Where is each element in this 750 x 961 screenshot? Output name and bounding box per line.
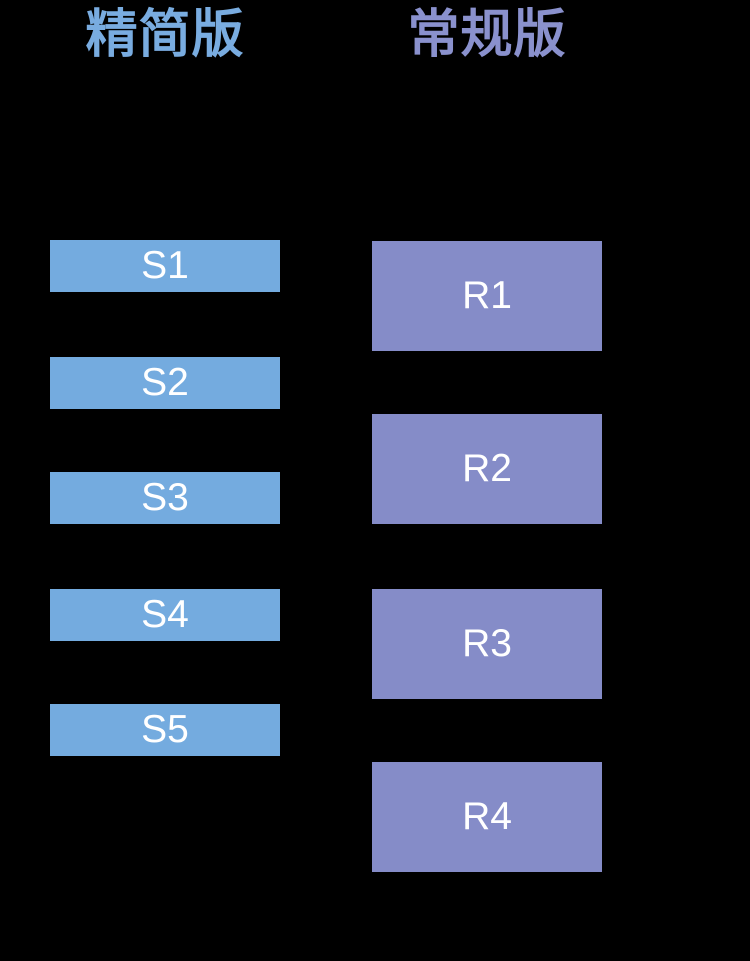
box-r3-label: R3 bbox=[462, 622, 512, 665]
box-s4-label: S4 bbox=[141, 593, 189, 636]
box-r3: R3 bbox=[372, 589, 602, 699]
box-r1: R1 bbox=[372, 241, 602, 351]
box-s1-label: S1 bbox=[141, 244, 189, 287]
box-r2: R2 bbox=[372, 414, 602, 524]
column-header-regular: 常规版 bbox=[407, 6, 567, 64]
box-s2: S2 bbox=[50, 357, 280, 409]
box-r2-label: R2 bbox=[462, 447, 512, 490]
box-r4: R4 bbox=[372, 762, 602, 872]
box-s4: S4 bbox=[50, 589, 280, 641]
box-s5-label: S5 bbox=[141, 708, 189, 751]
box-r4-label: R4 bbox=[462, 795, 512, 838]
box-s2-label: S2 bbox=[141, 361, 189, 404]
column-header-simplified: 精简版 bbox=[85, 6, 245, 64]
box-s3: S3 bbox=[50, 472, 280, 524]
box-s1: S1 bbox=[50, 240, 280, 292]
box-s5: S5 bbox=[50, 704, 280, 756]
box-s3-label: S3 bbox=[141, 476, 189, 519]
box-r1-label: R1 bbox=[462, 274, 512, 317]
